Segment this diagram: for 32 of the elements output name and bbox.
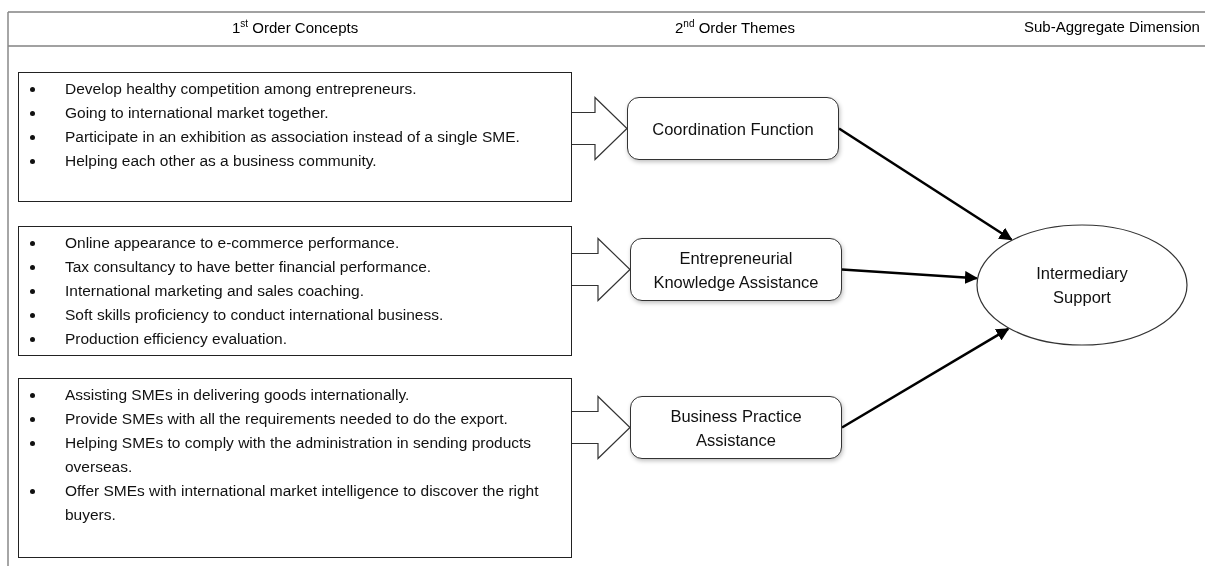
- block-arrow: [571, 395, 631, 460]
- block-arrow: [571, 96, 628, 161]
- concept-list-box: [18, 378, 572, 558]
- bullet-item: Provide SMEs with all the requirements needed to do the export.: [65, 409, 509, 429]
- arrow: [841, 268, 978, 284]
- arrow: [841, 327, 1010, 429]
- bullet-item: Soft skills proficiency to conduct international business.: [65, 305, 445, 325]
- bullet-item: Develop healthy competition among entrepreneurs.: [65, 79, 418, 99]
- concept-list-box: [18, 226, 572, 356]
- bullet-item: Going to international market together.: [65, 103, 330, 123]
- bullet-item: Offer SMEs with international market intelligence to discover the right buyers.: [65, 481, 540, 525]
- theme-box: [627, 97, 839, 160]
- bullet-item: Tax consultancy to have better financial performance.: [65, 257, 433, 277]
- arrow: [838, 127, 1013, 241]
- block-arrow: [571, 237, 631, 302]
- bullet-item: Assisting SMEs in delivering goods internationally.: [65, 385, 411, 405]
- dimension-label: Intermediary Support: [1035, 263, 1129, 308]
- column-header: 2$^{nd}$ Order Themes: [675, 18, 796, 36]
- theme-label: Entrepreneurial Knowledge Assistance: [652, 247, 820, 293]
- bullet-item: International marketing and sales coaching.: [65, 281, 365, 301]
- theme-label: Business Practice Assistance: [669, 405, 803, 451]
- concept-list-box: [18, 72, 572, 202]
- bullet-item: Participate in an exhibition as association instead of a single SME.: [65, 127, 521, 147]
- column-header: Sub-Aggregate Dimension: [1024, 18, 1200, 35]
- theme-label: Coordination Function: [652, 118, 814, 140]
- bullet-item: Helping each other as a business community.: [65, 151, 378, 171]
- bullet-item: Helping SMEs to comply with the administration in sending products overseas.: [65, 433, 533, 477]
- bullet-item: Online appearance to e-commerce performance.: [65, 233, 401, 253]
- theme-box: [630, 396, 842, 459]
- bullet-item: Production efficiency evaluation.: [65, 329, 289, 349]
- theme-box: [630, 238, 842, 301]
- column-header: 1$^{st}$ Order Concepts: [232, 18, 359, 36]
